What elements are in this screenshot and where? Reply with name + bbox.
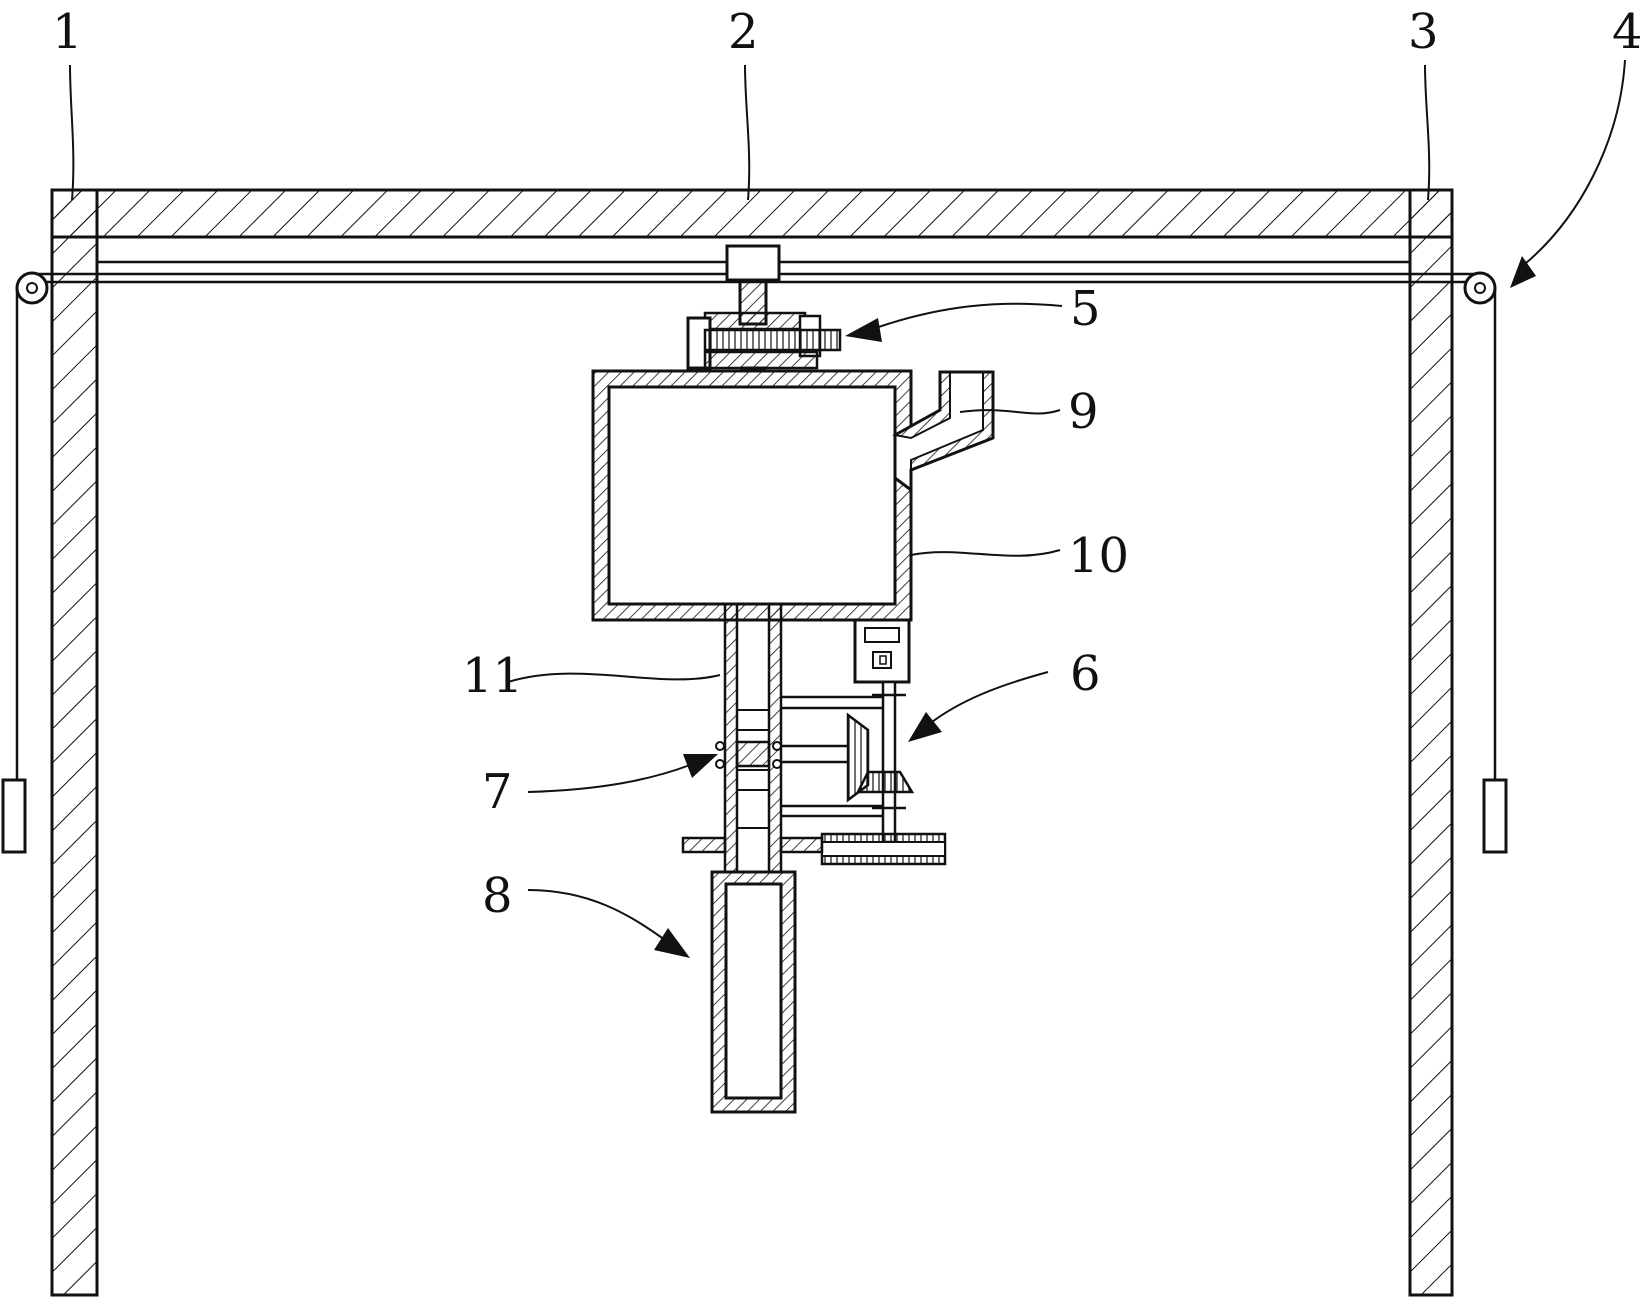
label-7: 7	[482, 764, 513, 820]
label-11: 11	[462, 648, 523, 704]
left-counterweight	[1, 778, 27, 854]
trolley-screw-assembly	[686, 244, 842, 370]
hopper-box	[591, 369, 913, 622]
lower-container	[710, 870, 797, 1114]
arrow-5	[845, 318, 882, 342]
feed-inlet	[892, 370, 995, 493]
label-4: 4	[1612, 4, 1640, 60]
label-2: 2	[728, 4, 759, 60]
label-10: 10	[1068, 528, 1129, 584]
label-1: 1	[52, 4, 83, 60]
arrow-4	[1510, 256, 1536, 288]
label-8: 8	[482, 868, 513, 924]
cable-pulley-system	[1, 260, 1508, 854]
right-counterweight	[1482, 778, 1508, 854]
arrow-6	[908, 712, 942, 742]
arrow-8	[654, 928, 690, 958]
drive-mechanism	[681, 618, 947, 866]
reference-labels: 1 2 3 4 5 9 10 6 11 7 8	[52, 4, 1640, 924]
label-9: 9	[1068, 384, 1099, 440]
top-beam	[50, 188, 1454, 239]
valve-plate	[715, 740, 782, 769]
arrow-7	[683, 754, 718, 778]
leader-lines	[69, 59, 1626, 958]
right-column	[1408, 188, 1454, 1297]
label-3: 3	[1408, 4, 1439, 60]
left-column	[50, 188, 99, 1297]
label-5: 5	[1070, 281, 1101, 337]
discharge-tube	[723, 602, 783, 874]
label-6: 6	[1070, 646, 1101, 702]
